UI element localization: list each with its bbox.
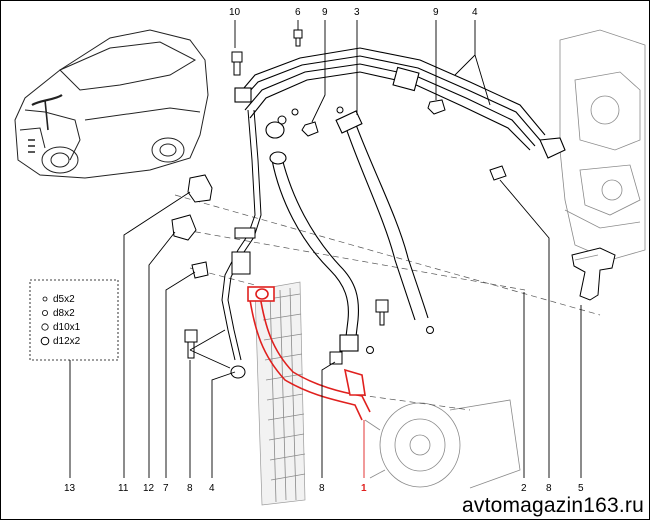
callout-12: 12 bbox=[143, 483, 155, 494]
pipe-assembly-4 bbox=[234, 47, 566, 159]
legend-label: d10x1 bbox=[53, 322, 81, 333]
callout-4: 4 bbox=[472, 7, 478, 18]
legend-item: d12x2 bbox=[40, 336, 81, 347]
small-parts bbox=[171, 29, 616, 365]
callout-numbers: 10 6 9 3 9 4 13 11 12 7 8 4 8 1 2 8 5 bbox=[64, 7, 584, 494]
legend-label: d8x2 bbox=[53, 308, 75, 319]
condenser-outline bbox=[254, 281, 306, 506]
car-illustration bbox=[14, 29, 209, 179]
callout-7: 7 bbox=[163, 483, 169, 494]
legend-item: d5x2 bbox=[42, 294, 75, 305]
callout-9: 9 bbox=[322, 7, 328, 18]
legend-label: d5x2 bbox=[53, 294, 75, 305]
legend-item: d10x1 bbox=[41, 322, 81, 333]
watermark-text: avtomagazin163.ru bbox=[461, 494, 644, 517]
compressor-outline bbox=[364, 399, 521, 489]
leader-lines bbox=[69, 20, 582, 478]
callout-4: 4 bbox=[209, 483, 215, 494]
callout-5: 5 bbox=[578, 483, 584, 494]
hose-3 bbox=[335, 110, 429, 321]
callout-8: 8 bbox=[546, 483, 552, 494]
callout-3: 3 bbox=[354, 7, 360, 18]
thin-pipe-left bbox=[221, 109, 262, 379]
callout-2: 2 bbox=[521, 483, 527, 494]
callout-10: 10 bbox=[229, 7, 241, 18]
callout-13: 13 bbox=[64, 483, 76, 494]
hose-1-highlighted bbox=[247, 286, 371, 421]
legend-label: d12x2 bbox=[53, 336, 81, 347]
callout-8: 8 bbox=[319, 483, 325, 494]
legend-box: d5x2 d8x2 d10x1 d12x2 bbox=[29, 279, 119, 361]
legend-item: d8x2 bbox=[42, 308, 75, 319]
callout-1: 1 bbox=[361, 483, 367, 494]
engine-block-outline bbox=[559, 29, 646, 261]
hose-2 bbox=[265, 121, 360, 352]
callout-8: 8 bbox=[187, 483, 193, 494]
callout-9: 9 bbox=[433, 7, 439, 18]
callout-11: 11 bbox=[118, 483, 129, 494]
callout-6: 6 bbox=[295, 7, 301, 18]
